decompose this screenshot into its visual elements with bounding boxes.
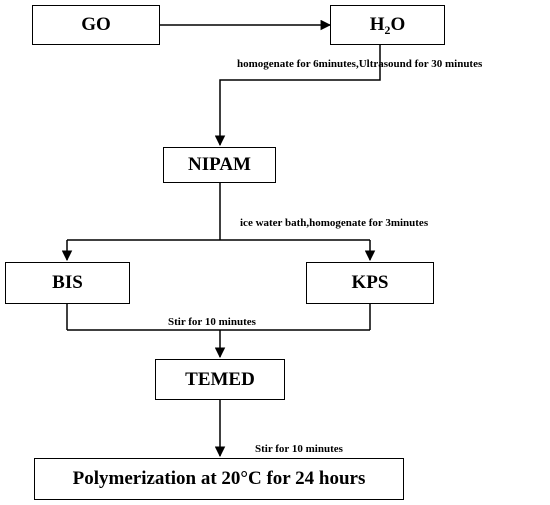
- node-temed-label: TEMED: [185, 368, 255, 390]
- node-nipam: NIPAM: [163, 147, 276, 183]
- node-nipam-label: NIPAM: [188, 154, 251, 175]
- node-polymerization-label: Polymerization at 20°C for 24 hours: [72, 468, 366, 489]
- node-go-label: GO: [81, 14, 111, 35]
- step-ice-water-bath: ice water bath,homogenate for 3minutes: [240, 217, 429, 229]
- node-kps-label: KPS: [351, 272, 389, 293]
- step-stir-1: Stir for 10 minutes: [168, 316, 256, 328]
- step-stir-2: Stir for 10 minutes: [255, 443, 343, 455]
- node-kps: KPS: [306, 262, 434, 304]
- step-homogenate-ultrasound: homogenate for 6minutes,Ultrasound for 3…: [237, 58, 483, 70]
- node-go: GO: [32, 5, 160, 45]
- node-polymerization: Polymerization at 20°C for 24 hours: [34, 458, 404, 500]
- node-h2o-label: H2O: [369, 14, 406, 38]
- arrow-h2o-to-nipam: [214, 45, 381, 147]
- node-bis-label: BIS: [52, 272, 83, 293]
- node-h2o: H2O: [330, 5, 445, 45]
- node-temed: TEMED: [155, 359, 285, 400]
- node-bis: BIS: [5, 262, 130, 304]
